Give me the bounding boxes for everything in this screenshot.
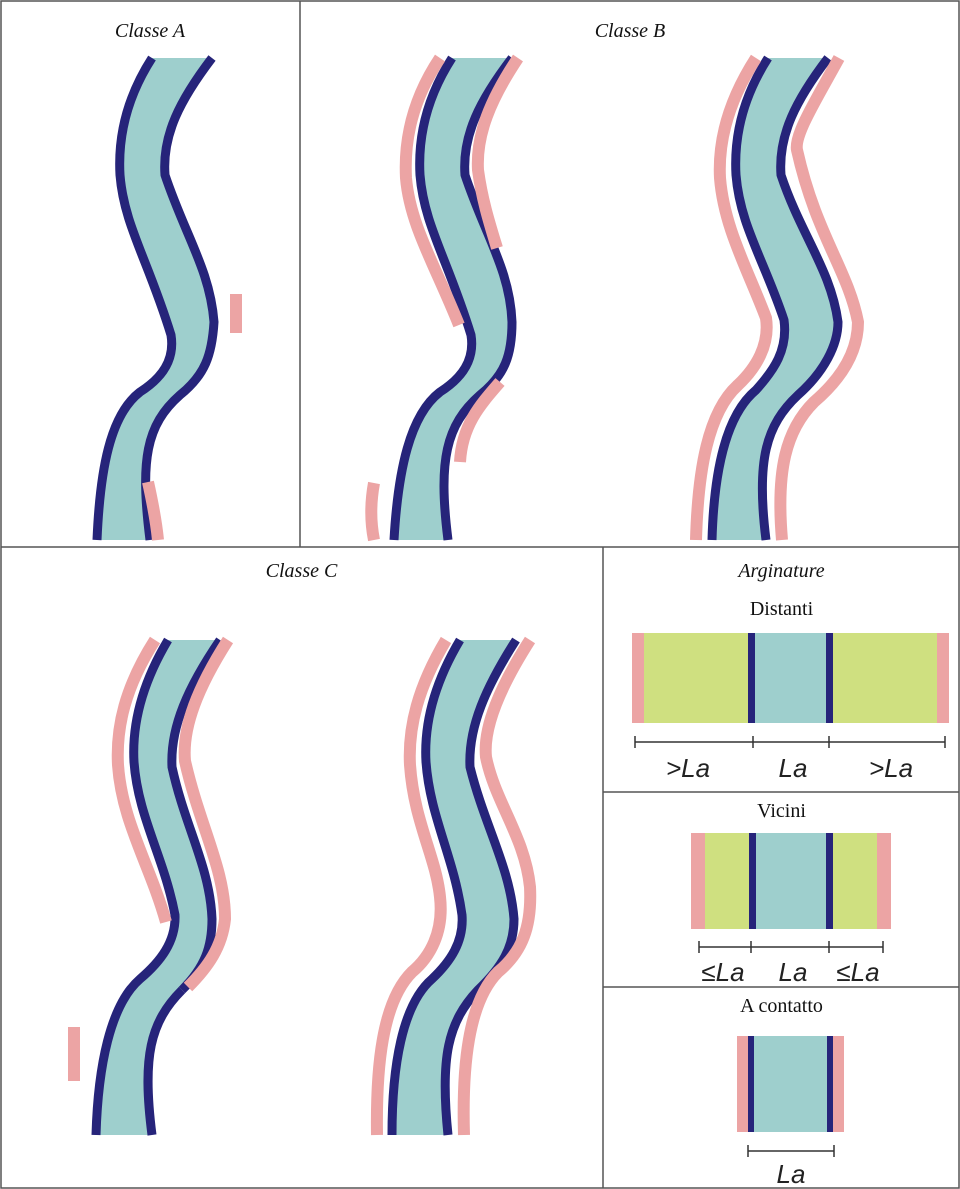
floodplain xyxy=(833,833,877,929)
water xyxy=(755,633,826,723)
water xyxy=(756,833,826,929)
levee xyxy=(632,633,644,723)
dim-label: >La xyxy=(666,753,710,783)
dimension-line xyxy=(699,941,883,953)
dim-label: La xyxy=(779,753,808,783)
river-diagram xyxy=(0,0,300,547)
dimension-line xyxy=(748,1145,834,1157)
river-bank xyxy=(748,633,755,723)
water xyxy=(754,1036,827,1132)
panel-classe-b: Classe B xyxy=(300,0,960,547)
panel-a-contatto: A contatto La xyxy=(603,987,960,1189)
vicini-diagram: ≤La La ≤La xyxy=(603,792,960,987)
river-bank xyxy=(826,833,833,929)
floodplain xyxy=(644,633,748,723)
levee xyxy=(937,633,949,723)
dim-label: La xyxy=(779,957,808,987)
levee xyxy=(833,1036,844,1132)
dimension-line xyxy=(635,736,945,748)
river-bank xyxy=(827,1036,833,1132)
river-bank xyxy=(749,833,756,929)
river-bank xyxy=(826,633,833,723)
a-contatto-diagram: La xyxy=(603,987,960,1189)
panel-classe-a: Classe A xyxy=(0,0,300,547)
floodplain xyxy=(705,833,749,929)
dim-label: ≤La xyxy=(836,957,879,987)
dim-label: ≤La xyxy=(701,957,744,987)
distanti-diagram: >La La >La xyxy=(603,547,960,792)
river-diagram xyxy=(300,0,960,547)
dim-label: >La xyxy=(869,753,913,783)
levee xyxy=(691,833,705,929)
river-diagram xyxy=(0,547,603,1189)
dim-label: La xyxy=(777,1159,806,1189)
levee xyxy=(877,833,891,929)
panel-arginature: Arginature Distanti >La La >La xyxy=(603,547,960,792)
river-bank xyxy=(748,1036,754,1132)
levee xyxy=(737,1036,748,1132)
levee xyxy=(371,483,374,540)
floodplain xyxy=(833,633,937,723)
panel-classe-c: Classe C xyxy=(0,547,603,1189)
panel-vicini: Vicini ≤La La ≤La xyxy=(603,792,960,987)
